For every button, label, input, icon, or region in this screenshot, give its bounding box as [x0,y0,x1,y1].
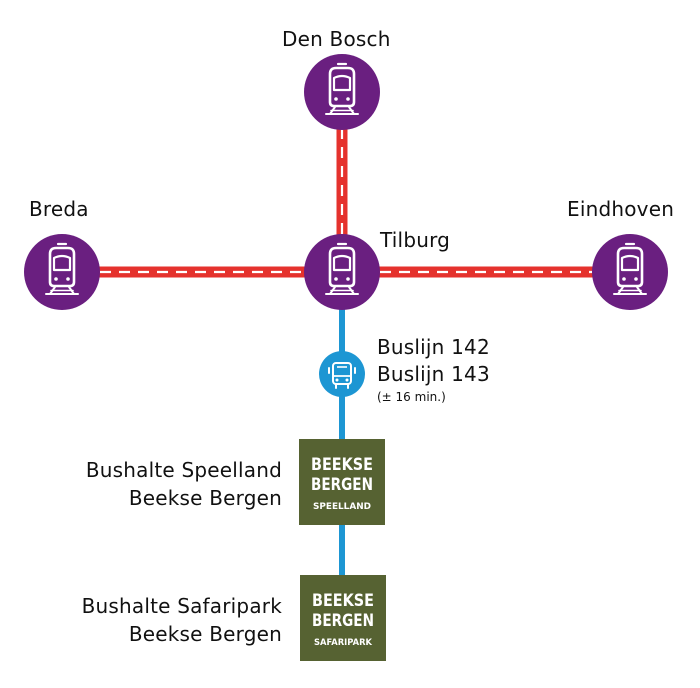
label-buslijn-143: Buslijn 143 [377,362,490,386]
logo-safaripark-sub: SAFARIPARK [314,638,373,648]
bus-icon [328,362,356,389]
label-safaripark-line2: Beekse Bergen [128,622,282,646]
label-buslijn-142: Buslijn 142 [377,335,490,359]
label-safaripark-line1: Bushalte Safaripark [81,594,282,618]
label-speelland-line1: Bushalte Speelland [85,458,282,482]
label-bus-duration: (± 16 min.) [377,390,446,404]
label-breda: Breda [29,197,89,221]
station-eindhoven[interactable] [592,234,668,310]
station-den-bosch[interactable] [304,54,380,130]
logo-speelland-top: BEEKSE [311,455,373,474]
logo-safaripark-top: BEEKSE [312,591,374,610]
label-eindhoven: Eindhoven [567,197,675,221]
label-den-bosch: Den Bosch [282,27,391,51]
logo-speelland-sub: SPEELLAND [313,502,371,512]
logo-safaripark-mid: BERGEN [312,611,374,630]
station-breda[interactable] [24,234,100,310]
bus-stop[interactable] [319,351,365,397]
label-tilburg: Tilburg [380,228,451,252]
logo-speelland-mid: BERGEN [311,475,373,494]
logo-speelland[interactable]: BEEKSE BERGEN SPEELLAND [299,439,385,525]
label-speelland-line2: Beekse Bergen [128,486,282,510]
station-tilburg[interactable] [304,234,380,310]
logo-safaripark[interactable]: BEEKSE BERGEN SAFARIPARK [300,575,386,661]
